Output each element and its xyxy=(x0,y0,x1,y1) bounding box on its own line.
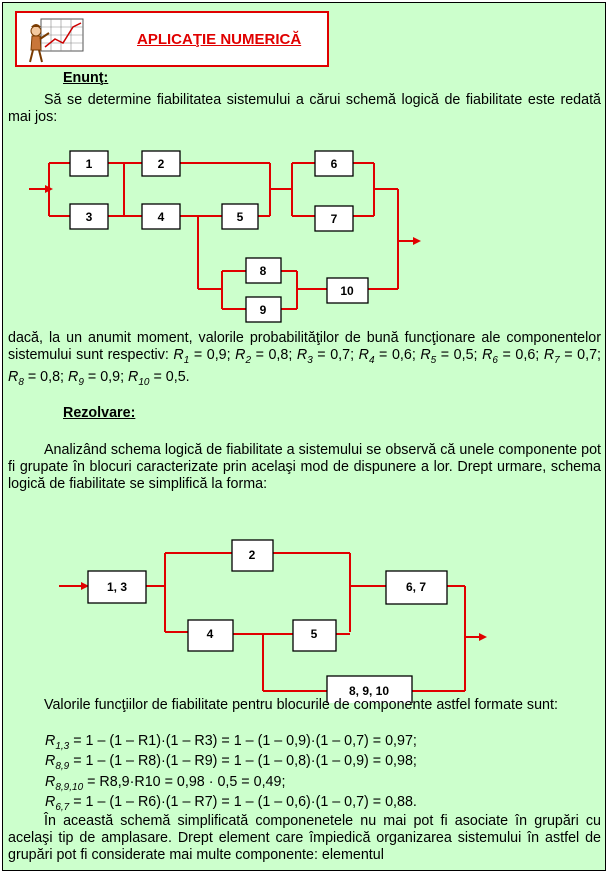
reliability-value: R8 = 0,8; xyxy=(8,368,69,388)
block-label: 7 xyxy=(331,212,338,226)
block-label: 2 xyxy=(249,548,256,562)
block-label: 3 xyxy=(86,210,93,224)
block-label: 8, 9, 10 xyxy=(349,684,389,698)
formula-r8910: R8,9,10 = R8,9·R10 = 0,98 · 0,5 = 0,49; xyxy=(45,774,286,793)
formula-r89: R8,9 = 1 – (1 – R8)·(1 – R9) = 1 – (1 – … xyxy=(45,753,417,772)
enunt-heading: Enunţ xyxy=(63,70,104,86)
formula-r67: R6,7 = 1 – (1 – R6)·(1 – R7) = 1 – (1 – … xyxy=(45,794,417,813)
block-label: 6 xyxy=(331,157,338,171)
reliability-diagram-simplified: 1, 3 2 4 5 6, 7 8, 9, 10 xyxy=(59,539,487,703)
reliability-diagram-original: 1 2 3 4 5 6 7 8 9 10 xyxy=(29,150,421,323)
block-label: 5 xyxy=(237,210,244,224)
page-title: APLICAŢIE NUMERICĂ xyxy=(137,31,302,48)
rezolvare-heading-line: Rezolvare: xyxy=(63,405,135,422)
closing-paragraph: În această schemă simplificată componene… xyxy=(8,813,601,863)
reliability-value: R6 = 0,6; xyxy=(482,347,544,366)
block-label: 10 xyxy=(340,284,354,298)
reliability-value: R9 = 0,9; xyxy=(68,368,129,388)
block-label: 6, 7 xyxy=(406,580,426,594)
enunt-text: Să se determine fiabilitatea sistemului … xyxy=(8,92,601,125)
block-label: 1 xyxy=(86,157,93,171)
block-label: 4 xyxy=(158,210,165,224)
reliability-value: R2 = 0,8; xyxy=(235,347,297,366)
enunt-heading-colon: : xyxy=(103,70,109,86)
title-box: APLICAŢIE NUMERICĂ xyxy=(15,11,329,67)
rezolvare-heading: Rezolvare xyxy=(63,405,131,421)
block-label: 2 xyxy=(158,157,165,171)
condition-intro: dacă, la un anumit moment, valorile prob… xyxy=(8,330,601,363)
reliability-value: R10 = 0,5. xyxy=(128,368,190,388)
rezolvare-paragraph: Analizând schema logică de fiabilitate a… xyxy=(8,442,601,492)
values-intro: Valorile funcţiilor de fiabilitate pentr… xyxy=(44,697,558,713)
reliability-value: R7 = 0,7; xyxy=(543,347,601,366)
block-label: 8 xyxy=(260,264,267,278)
reliability-value: R5 = 0,5; xyxy=(420,347,483,366)
block-label: 1, 3 xyxy=(107,580,127,594)
enunt-heading-line: Enunţ: xyxy=(63,70,108,87)
block-label: 9 xyxy=(260,303,267,317)
reliability-value: R4 = 0,6; xyxy=(358,347,421,366)
professor-at-chart-icon xyxy=(29,18,84,63)
reliability-value: R3 = 0,7; xyxy=(296,347,359,366)
reliability-value: R1 = 0,9; xyxy=(173,347,236,366)
component-reliability-values: dacă, la un anumit moment, valorile prob… xyxy=(8,330,601,391)
block-label: 5 xyxy=(311,627,318,641)
formula-r13: R1,3 = 1 – (1 – R1)·(1 – R3) = 1 – (1 – … xyxy=(45,733,417,752)
rezolvare-heading-colon: : xyxy=(130,405,136,421)
block-label: 4 xyxy=(207,627,214,641)
